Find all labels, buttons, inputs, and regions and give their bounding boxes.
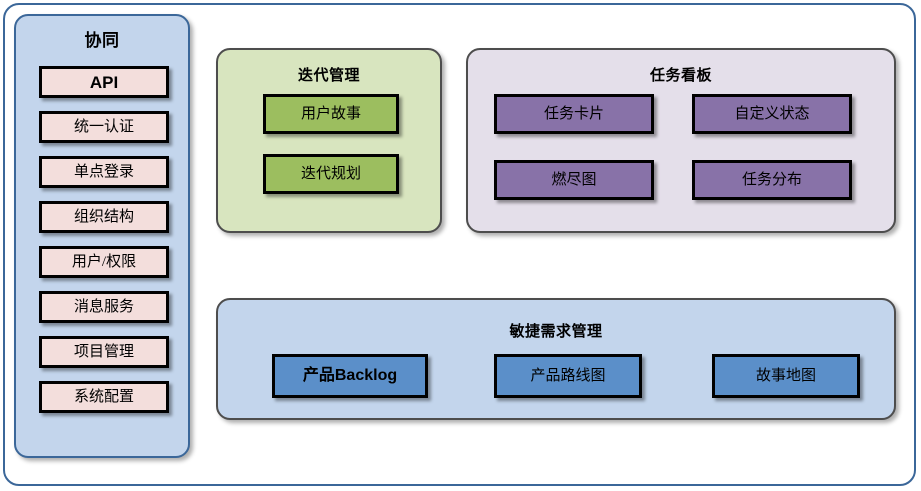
- panel-iteration-management-title: 迭代管理: [297, 67, 360, 84]
- agile-item-product-backlog[interactable]: 产品Backlog: [272, 354, 428, 398]
- iteration-item-user-story[interactable]: 用户故事: [263, 94, 399, 134]
- sidebar-item-project-management[interactable]: 项目管理: [39, 336, 169, 368]
- sidebar-item-org-structure[interactable]: 组织结构: [39, 201, 169, 233]
- sidebar-item-single-sign-on[interactable]: 单点登录: [39, 156, 169, 188]
- iteration-item-iteration-planning[interactable]: 迭代规划: [263, 154, 399, 194]
- agile-item-product-roadmap[interactable]: 产品路线图: [494, 354, 642, 398]
- taskboard-item-burndown-chart[interactable]: 燃尽图: [494, 160, 654, 200]
- agile-item-story-map[interactable]: 故事地图: [712, 354, 860, 398]
- sidebar-item-system-config[interactable]: 系统配置: [39, 381, 169, 413]
- sidebar-item-list: API 统一认证 单点登录 组织结构 用户/权限 消息服务 项目管理 系统配置: [39, 66, 169, 426]
- taskboard-item-task-card[interactable]: 任务卡片: [494, 94, 654, 134]
- panel-collaboration-title: 协同: [84, 31, 120, 50]
- sidebar-item-message-service[interactable]: 消息服务: [39, 291, 169, 323]
- panel-collaboration[interactable]: 协同 API 统一认证 单点登录 组织结构 用户/权限 消息服务 项目管理 系统…: [14, 14, 190, 458]
- panel-task-board-title: 任务看板: [649, 67, 712, 84]
- panel-agile-requirements[interactable]: 敏捷需求管理 产品Backlog 产品路线图 故事地图: [216, 298, 896, 420]
- taskboard-item-task-distribution[interactable]: 任务分布: [692, 160, 852, 200]
- panel-agile-requirements-title: 敏捷需求管理: [509, 323, 603, 340]
- panel-task-board[interactable]: 任务看板 任务卡片 自定义状态 燃尽图 任务分布: [466, 48, 896, 233]
- sidebar-item-unified-auth[interactable]: 统一认证: [39, 111, 169, 143]
- sidebar-item-user-permissions[interactable]: 用户/权限: [39, 246, 169, 278]
- panel-iteration-management[interactable]: 迭代管理 用户故事 迭代规划: [216, 48, 442, 233]
- taskboard-item-custom-status[interactable]: 自定义状态: [692, 94, 852, 134]
- sidebar-item-api[interactable]: API: [39, 66, 169, 98]
